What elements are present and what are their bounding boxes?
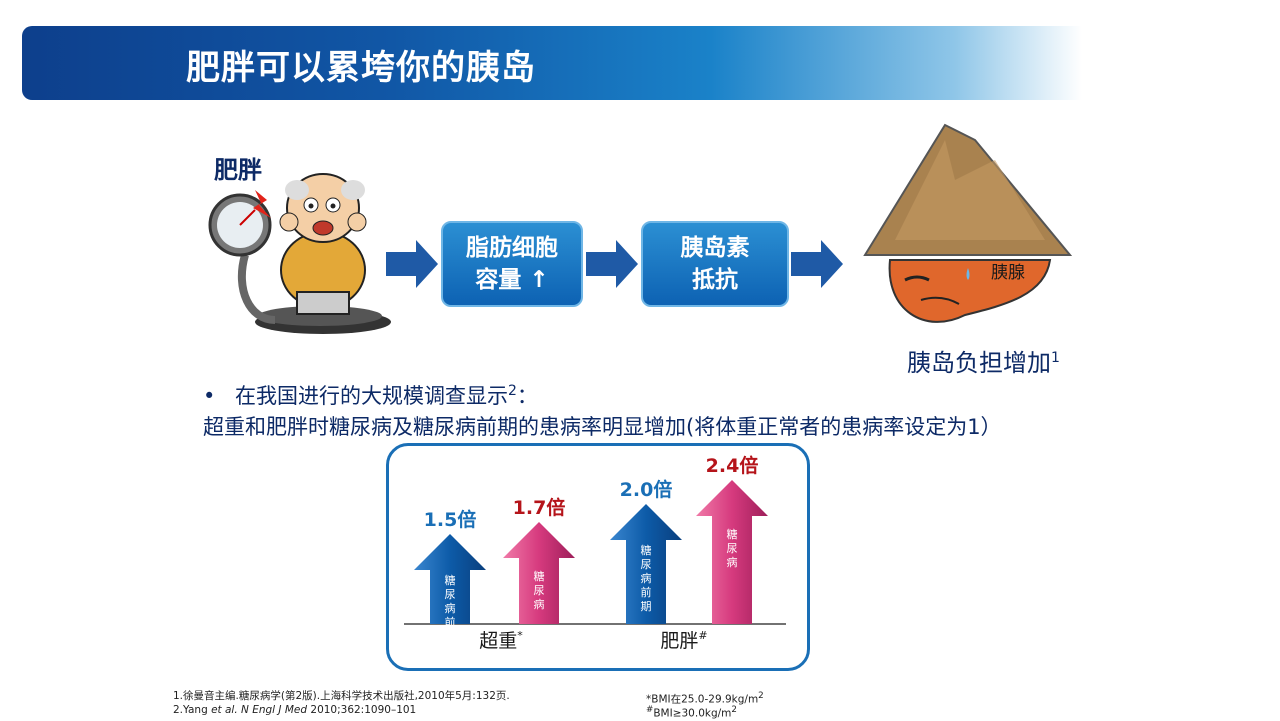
series-label-char: 病 <box>534 597 545 611</box>
footnote-overweight: *BMI在25.0-29.9kg/m2 <box>646 691 764 706</box>
bar-arrow-prediabetes <box>610 504 682 624</box>
pancreas-label: 胰腺 <box>991 263 1025 283</box>
series-label-char: 糖 <box>534 569 545 583</box>
series-label-char: 期 <box>445 630 456 643</box>
up-arrow-icon: ↑ <box>529 267 549 293</box>
series-label-char: 尿 <box>534 584 545 597</box>
flow-arrow-icon <box>386 240 438 288</box>
series-label-char: 糖 <box>445 573 456 587</box>
series-label-char: 病 <box>445 601 456 615</box>
bullet-text: •在我国进行的大规模调查显示2： <box>203 383 538 408</box>
value-label: 2.4倍 <box>706 454 759 477</box>
islet-burden-label: 胰岛负担增加1 <box>907 349 1060 377</box>
flow-arrow-icon <box>586 240 638 288</box>
footnote-obese: #BMI≥30.0kg/m2 <box>646 705 737 720</box>
obese-man-illustration <box>208 173 391 334</box>
fat-cell-capacity-box: 脂肪细胞 容量 ↑ <box>441 221 583 307</box>
flow-arrow-icon <box>791 240 843 288</box>
series-label-char: 前 <box>641 585 652 599</box>
reference-2: 2.Yang et al. N Engl J Med 2010;362:1090… <box>173 704 417 716</box>
series-label-char: 病 <box>641 571 652 585</box>
box2-line2: 抵抗 <box>692 267 738 293</box>
box2-line1: 胰岛素 <box>680 235 750 261</box>
series-label-char: 前 <box>445 615 456 629</box>
series-label-char: 期 <box>641 600 652 613</box>
bar-arrow-prediabetes <box>414 534 486 624</box>
page-title: 肥胖可以累垮你的胰岛 <box>186 48 536 88</box>
value-label: 1.7倍 <box>513 496 566 519</box>
series-label-char: 糖 <box>641 543 652 557</box>
value-label: 2.0倍 <box>620 478 673 501</box>
series-label-char: 糖 <box>727 527 738 541</box>
alert-lightning-icon <box>253 190 271 218</box>
series-label-char: 尿 <box>641 558 652 571</box>
reference-1: 1.徐曼音主编.糖尿病学(第2版).上海科学技术出版社,2010年5月:132页… <box>173 690 510 702</box>
bar-arrow-diabetes <box>696 480 768 624</box>
box1-line2: 容量 <box>475 267 522 293</box>
category-label: 肥胖# <box>660 629 707 652</box>
value-label: 1.5倍 <box>424 508 477 531</box>
category-label: 超重* <box>479 629 523 652</box>
bullet-subtext: 超重和肥胖时糖尿病及糖尿病前期的患病率明显增加(将体重正常者的患病率设定为1） <box>203 415 1002 439</box>
series-label-char: 尿 <box>445 588 456 601</box>
box1-line1: 脂肪细胞 <box>466 235 558 261</box>
series-label-char: 病 <box>727 555 738 569</box>
pancreas-burden-illustration: 胰腺 <box>863 123 1073 323</box>
fat-label: 肥胖 <box>214 156 262 184</box>
bar-arrow-diabetes <box>503 522 575 624</box>
series-label-char: 尿 <box>727 542 738 555</box>
title-bar <box>22 26 1082 100</box>
insulin-resistance-box: 胰岛素 抵抗 <box>641 221 789 307</box>
